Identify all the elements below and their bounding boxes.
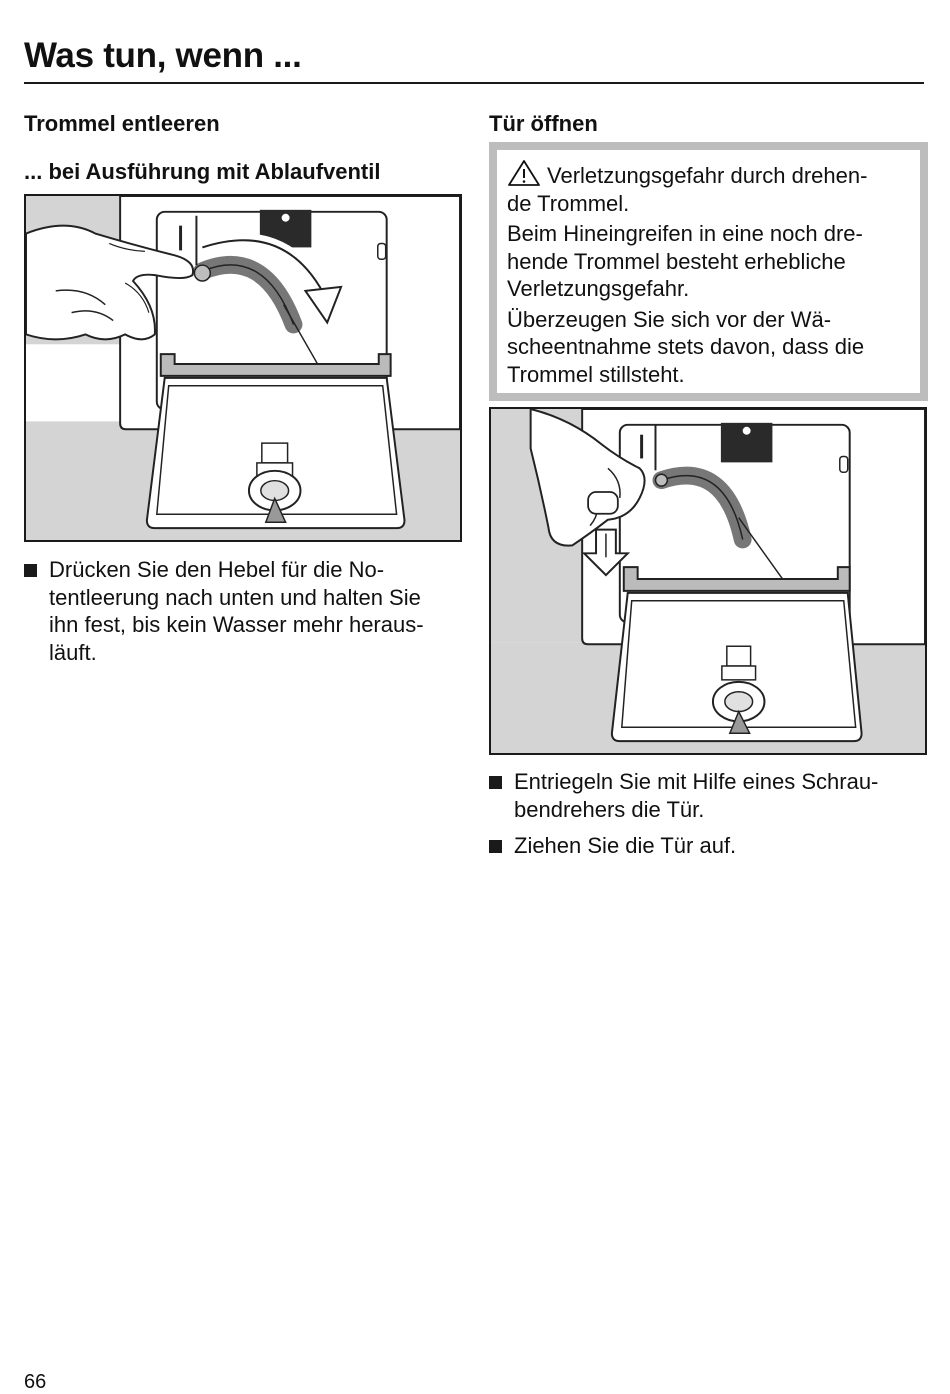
section-heading-trommel: Trommel entleeren [24,111,220,136]
bullet-line: Entriegeln Sie mit Hilfe eines Schrau- [514,769,879,794]
illustration-door-unlock [489,407,927,755]
list-item-unlock: Entriegeln Sie mit Hilfe eines Schrau- b… [489,768,929,823]
bullet-square [489,840,502,853]
list-item-open-door: Ziehen Sie die Tür auf. [489,832,929,860]
bullet-line: tentleerung nach unten und halten Sie [49,584,421,610]
warning-body-line: scheentnahme stets davon, dass die [507,334,865,359]
warning-body-line: Verletzungsgefahr. [507,276,690,301]
warning-triangle-icon [507,159,541,187]
section-heading-tuer: Tür öffnen [489,111,598,136]
bullet-line: Ziehen Sie die Tür auf. [514,833,737,858]
list-item-drain: Drücken Sie den Hebel für die No- tentle… [24,556,464,666]
bullet-line: läuft. [49,639,97,665]
bullet-line: ihn fest, bis kein Wasser mehr heraus- [49,612,424,637]
warning-body-line: Überzeugen Sie sich vor der Wä- [507,306,832,332]
warning-title-line: Verletzungsgefahr durch drehen- [547,163,868,188]
warning-body-line: Beim Hineingreifen in eine noch dre- [507,221,863,246]
warning-title-line: de Trommel. [507,190,630,216]
subheading-ablaufventil: ... bei Ausführung mit Ablaufventil [24,159,381,184]
warning-body-line: hende Trommel besteht erhebliche [507,248,846,274]
warning-body-line: Trommel stillsteht. [507,361,685,387]
page-number: 66 [24,1371,47,1393]
warning-box: Verletzungsgefahr durch drehen- de Tromm… [489,142,928,401]
bullet-square [489,776,502,789]
page-title: Was tun, wenn ... [24,36,302,75]
bullet-line: Drücken Sie den Hebel für die No- [49,557,385,582]
bullet-line: bendrehers die Tür. [514,796,705,822]
bullet-square [24,564,37,577]
illustration-drain-lever [24,194,462,542]
title-rule [24,82,924,84]
